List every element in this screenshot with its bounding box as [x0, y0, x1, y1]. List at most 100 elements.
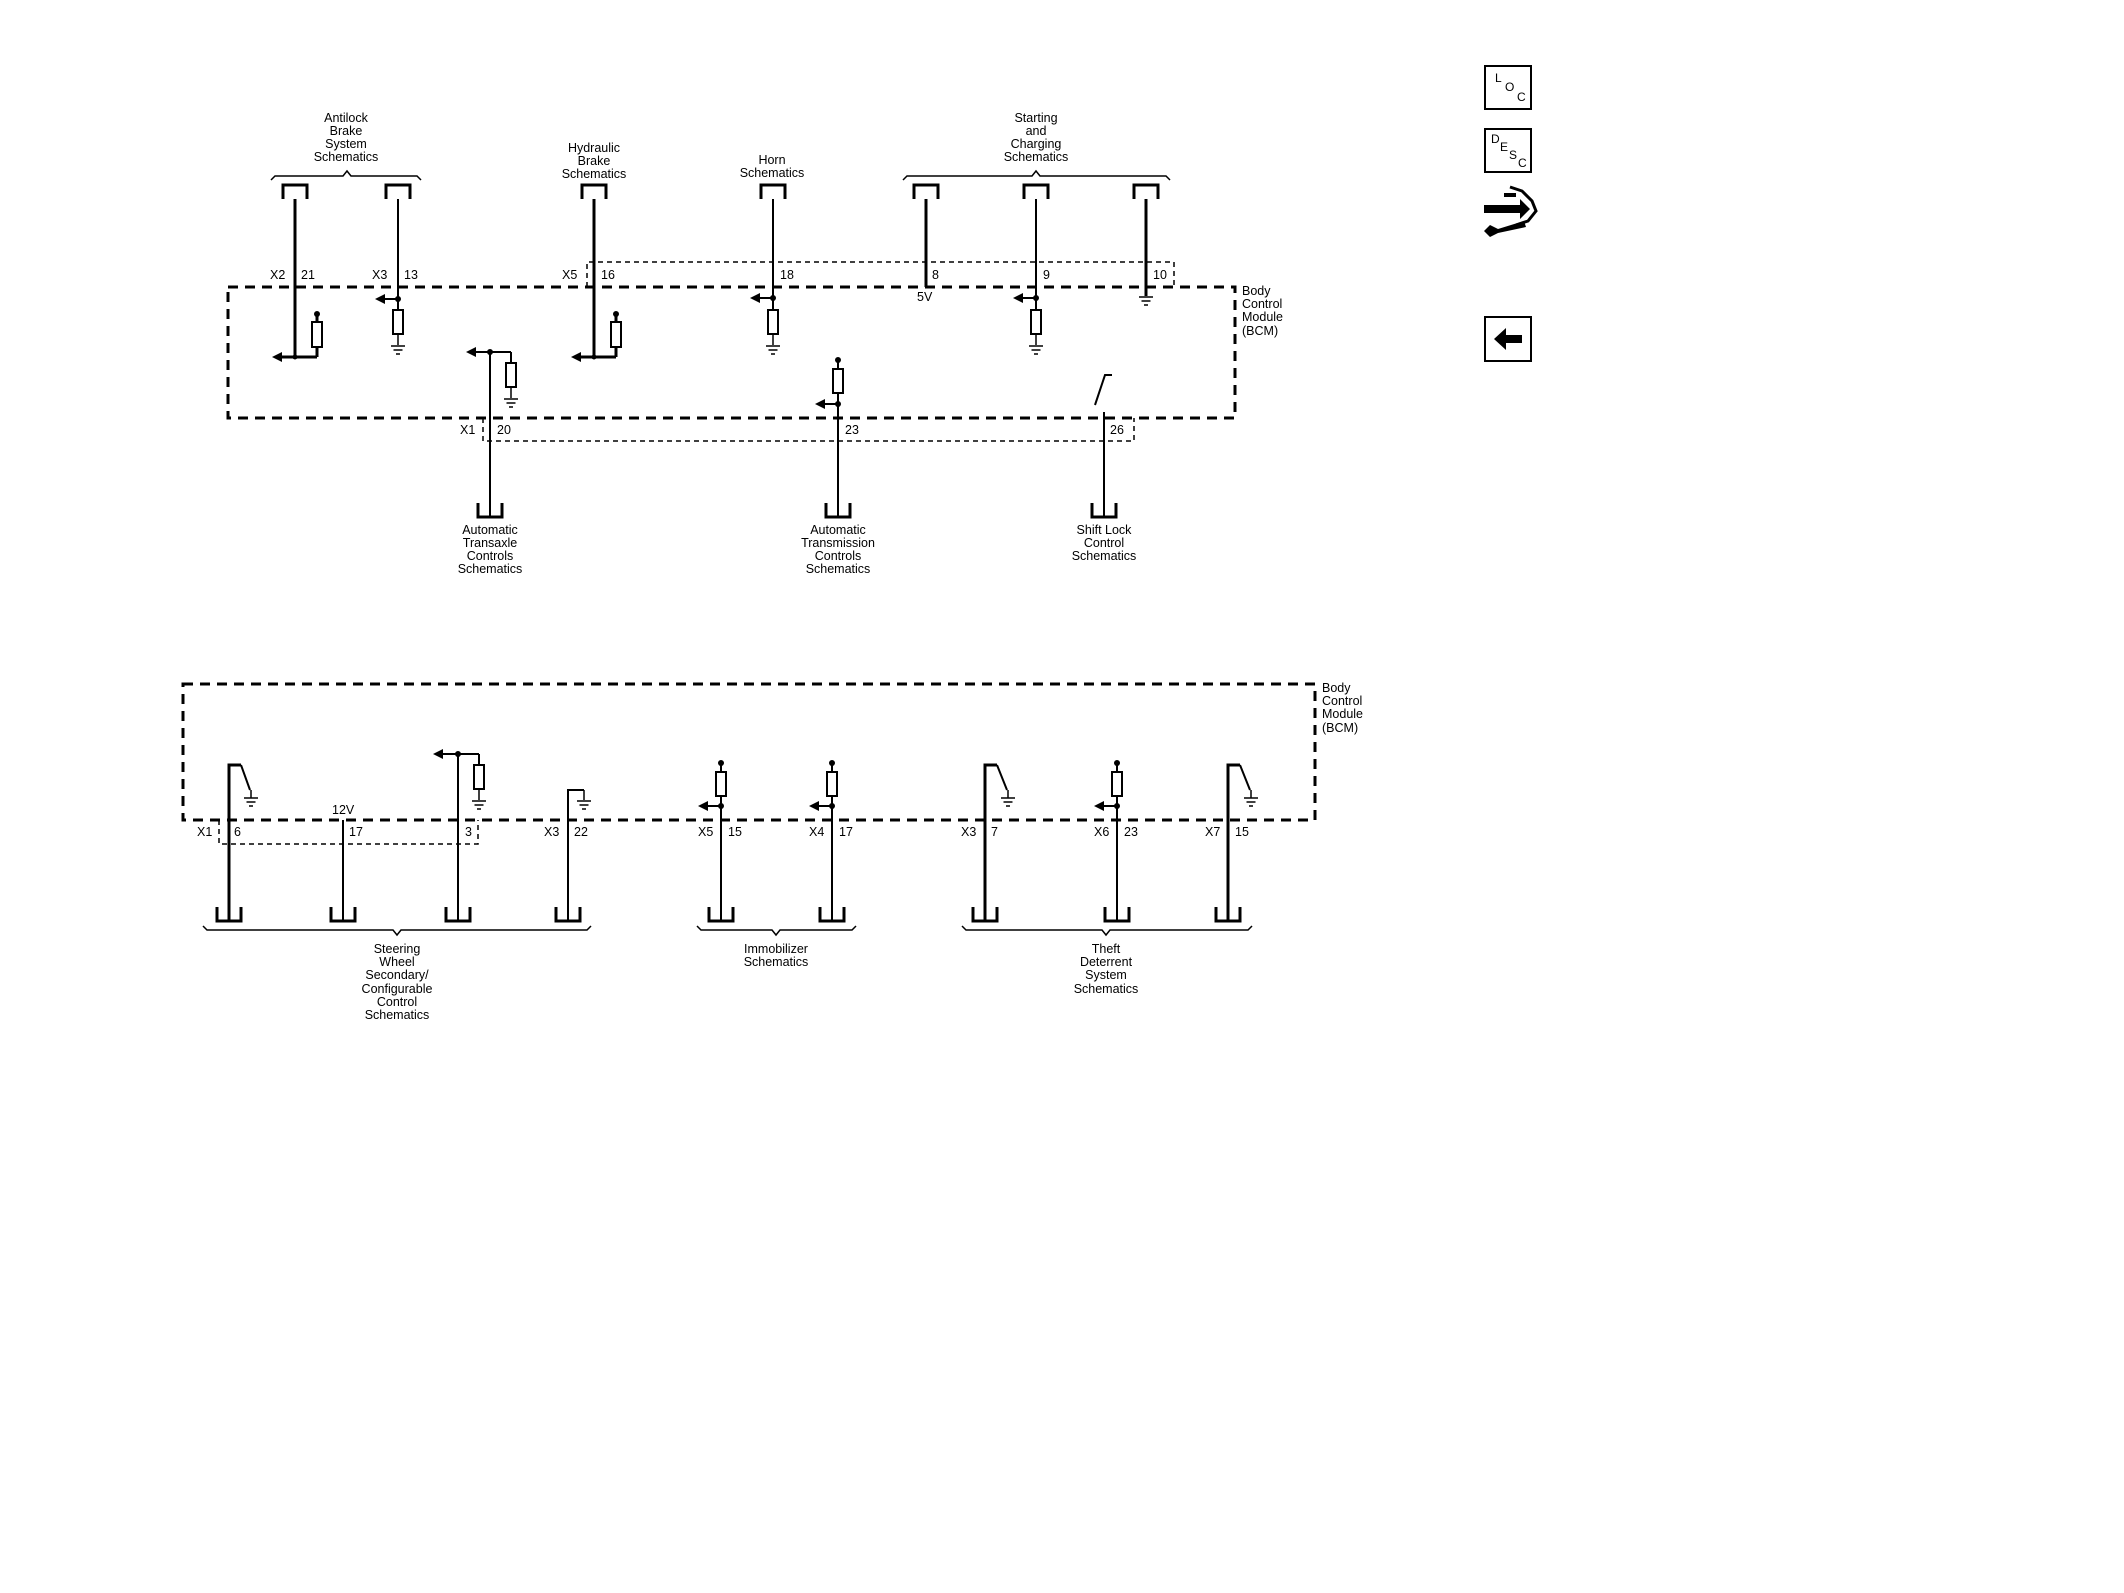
- pin-17-bottom: 17: [349, 825, 363, 839]
- pin-13: 13: [404, 268, 418, 282]
- immobilizer-group: X5 15 X4 17 Immobilizer Schematics: [696, 760, 857, 969]
- theft-label-3: System: [1085, 968, 1127, 982]
- horn-label-1: Horn: [758, 153, 785, 167]
- pin-15-b: 15: [1235, 825, 1249, 839]
- theft-label-4: Schematics: [1074, 982, 1139, 996]
- pin-x3: X3: [372, 268, 387, 282]
- antilock-label-1: Antilock: [324, 111, 369, 125]
- connector-starting-1: [912, 183, 940, 201]
- transaxle-group: X1 20 Automatic Transaxle Controls Schem…: [458, 347, 523, 576]
- pin-8: 8: [932, 268, 939, 282]
- top-bcm-section: Body Control Module (BCM) Antilock Brake…: [226, 111, 1283, 576]
- connector-antilock-2: [384, 183, 412, 201]
- pin-x5: X5: [562, 268, 577, 282]
- label-5v: 5V: [917, 290, 933, 304]
- theft-deterrent-group: X3 7 X6 23 X7 15 Theft Deterrent System …: [961, 760, 1259, 996]
- bcm-label-top-2: Control: [1242, 297, 1282, 311]
- starting-label-2: and: [1026, 124, 1047, 138]
- pin-x3-b: X3: [961, 825, 976, 839]
- loc-letter-l: L: [1495, 71, 1502, 85]
- label-12v: 12V: [332, 803, 355, 817]
- pin-18: 18: [780, 268, 794, 282]
- pin-9: 9: [1043, 268, 1050, 282]
- back-arrow-icon[interactable]: [1484, 316, 1532, 362]
- transmission-label-1: Automatic: [810, 523, 866, 537]
- shift-lock-group: 26 Shift Lock Control Schematics: [1072, 374, 1137, 563]
- pin-x7: X7: [1205, 825, 1220, 839]
- connector-hydraulic: [580, 183, 608, 201]
- steering-wheel-group: X1 6 12V 17 3 X3 22 S: [197, 749, 592, 1022]
- bcm-boundary-top: [226, 285, 1237, 420]
- wiring-diagram: Body Control Module (BCM) Antilock Brake…: [181, 111, 1363, 1022]
- hydraulic-label-2: Brake: [578, 154, 611, 168]
- transmission-group: 23 Automatic Transmission Controls Schem…: [801, 357, 875, 576]
- bcm-label-top-1: Body: [1242, 284, 1271, 298]
- steering-label-3: Secondary/: [365, 968, 429, 982]
- pin-15-a: 15: [728, 825, 742, 839]
- theft-label-2: Deterrent: [1080, 955, 1133, 969]
- desc-icon[interactable]: D E S C: [1484, 128, 1532, 173]
- steering-label-5: Control: [377, 995, 417, 1009]
- connector-x1-bottom-boundary: [218, 820, 479, 845]
- pin-10: 10: [1153, 268, 1167, 282]
- steering-label-1: Steering: [374, 942, 421, 956]
- pin-20: 20: [497, 423, 511, 437]
- immobilizer-label-1: Immobilizer: [744, 942, 808, 956]
- desc-letter-c: C: [1518, 156, 1527, 170]
- desc-letter-s: S: [1509, 148, 1518, 162]
- antilock-label-3: System: [325, 137, 367, 151]
- brace-starting: [902, 169, 1171, 181]
- bcm-label-bottom-1: Body: [1322, 681, 1351, 695]
- starting-label-3: Charging: [1011, 137, 1062, 151]
- transmission-label-4: Schematics: [806, 562, 871, 576]
- pin-3: 3: [465, 825, 472, 839]
- bcm-boundary-bottom: [181, 682, 1317, 822]
- steering-label-4: Configurable: [362, 982, 433, 996]
- connector-horn: [759, 183, 787, 201]
- horn-group: Horn Schematics 18: [740, 153, 805, 355]
- brace-antilock: [270, 169, 422, 181]
- brace-immobilizer: [696, 925, 857, 937]
- transmission-label-2: Transmission: [801, 536, 875, 550]
- connector-tool-icon[interactable]: [1480, 183, 1540, 245]
- pin-6: 6: [234, 825, 241, 839]
- transaxle-label-4: Schematics: [458, 562, 523, 576]
- desc-letter-e: E: [1500, 140, 1509, 154]
- shift-lock-label-1: Shift Lock: [1077, 523, 1133, 537]
- desc-letter-d: D: [1491, 132, 1500, 146]
- starting-label-4: Schematics: [1004, 150, 1069, 164]
- shift-lock-label-3: Schematics: [1072, 549, 1137, 563]
- horn-label-2: Schematics: [740, 166, 805, 180]
- pin-17-b: 17: [839, 825, 853, 839]
- connector-x1-boundary: [482, 418, 1135, 442]
- theft-label-1: Theft: [1092, 942, 1121, 956]
- brace-theft: [961, 925, 1253, 937]
- starting-label-1: Starting: [1014, 111, 1057, 125]
- steering-label-2: Wheel: [379, 955, 414, 969]
- connector-antilock-1: [281, 183, 309, 201]
- loc-icon[interactable]: L O C: [1484, 65, 1532, 110]
- antilock-brake-group: Antilock Brake System Schematics X2 21 X…: [270, 111, 422, 362]
- pin-x1-bottom: X1: [197, 825, 212, 839]
- antilock-label-4: Schematics: [314, 150, 379, 164]
- connector-starting-2: [1022, 183, 1050, 201]
- bcm-label-top-3: Module: [1242, 310, 1283, 324]
- pin-26: 26: [1110, 423, 1124, 437]
- transaxle-label-3: Controls: [467, 549, 514, 563]
- loc-letter-c: C: [1517, 90, 1526, 104]
- transaxle-label-1: Automatic: [462, 523, 518, 537]
- antilock-label-2: Brake: [330, 124, 363, 138]
- bcm-label-bottom-2: Control: [1322, 694, 1362, 708]
- pin-x1-top: X1: [460, 423, 475, 437]
- hydraulic-label-1: Hydraulic: [568, 141, 620, 155]
- pin-7: 7: [991, 825, 998, 839]
- loc-letter-o: O: [1505, 80, 1515, 94]
- pin-x3-a: X3: [544, 825, 559, 839]
- immobilizer-label-2: Schematics: [744, 955, 809, 969]
- shift-lock-label-2: Control: [1084, 536, 1124, 550]
- bcm-label-top-4: (BCM): [1242, 324, 1278, 338]
- pin-x5-bottom: X5: [698, 825, 713, 839]
- bottom-bcm-section: Body Control Module (BCM) X1 6 12V 17: [181, 681, 1363, 1022]
- hydraulic-brake-group: Hydraulic Brake Schematics X5 16: [562, 141, 626, 362]
- connector-x5-boundary: [586, 261, 1175, 287]
